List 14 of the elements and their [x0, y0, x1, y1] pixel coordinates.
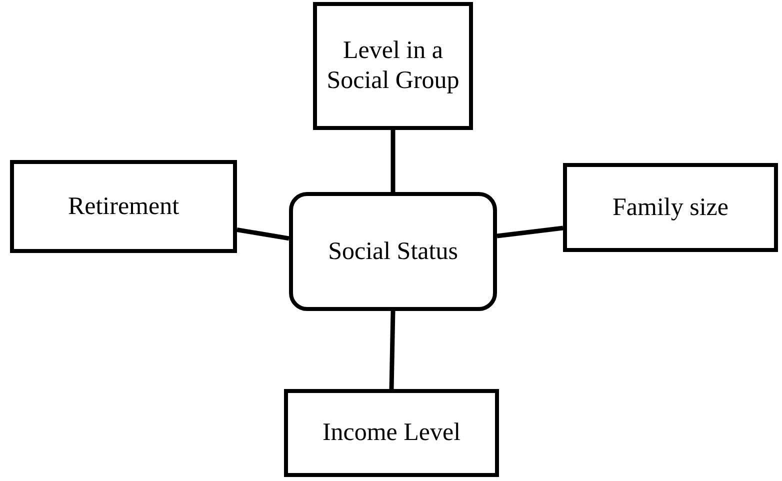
- connector-line: [496, 226, 564, 238]
- node-label: Level in a Social Group: [326, 36, 460, 96]
- rounded-box: [289, 192, 497, 311]
- box: [563, 163, 778, 252]
- connector-line: [236, 228, 290, 241]
- connector-line: [390, 130, 396, 192]
- node-label: Retirement: [66, 192, 180, 222]
- box: [284, 389, 499, 477]
- connector-line: [389, 310, 396, 390]
- box: [313, 2, 473, 130]
- node-label: Social Status: [327, 236, 459, 266]
- box: [10, 160, 237, 253]
- node-label: Income Level: [321, 418, 462, 448]
- node-label: Family size: [612, 192, 730, 222]
